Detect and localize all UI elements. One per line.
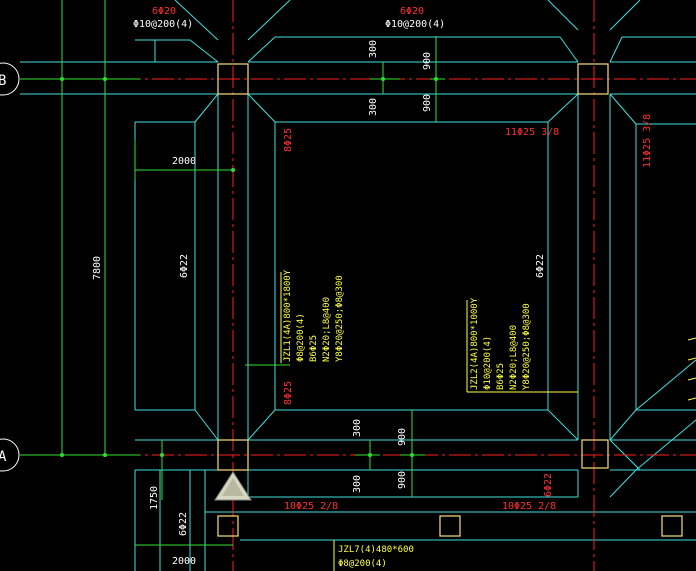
- column-a2[interactable]: [581, 439, 609, 469]
- label-mid-top-rebar: 6Φ20: [400, 6, 424, 17]
- rebar-left-beam-vertical: 8Φ25: [283, 128, 294, 152]
- insertion-point-marker-inner: [222, 478, 244, 496]
- dim-300-top-b: 300: [368, 98, 379, 116]
- rebar-bottom-right-vertical: 6Φ22: [543, 473, 554, 497]
- grid-bubble-b-label: B: [0, 73, 6, 89]
- jzl1-line-0: JZL1(4A)800*1800Y: [283, 269, 293, 362]
- jzl1-line-4: Y8Φ20@250;Φ8@300: [335, 275, 345, 362]
- column-a1[interactable]: [217, 439, 249, 471]
- columns: [217, 63, 683, 537]
- dim-2000-lower: 2000: [172, 556, 196, 567]
- grid-bubble-a[interactable]: A: [0, 438, 20, 472]
- beam-annotation-jzl2[interactable]: JZL2(4A)800*1000Y Φ10@200(4) B6Φ25 N2Φ20…: [466, 297, 578, 393]
- column-small-3[interactable]: [661, 515, 683, 537]
- dim-2000-upper: 2000: [172, 156, 196, 167]
- label-left-top-rebar: 6Φ20: [152, 6, 176, 17]
- rebar-bottom-left-vertical: 6Φ22: [178, 512, 189, 536]
- grid-bubble-b[interactable]: B: [0, 62, 20, 96]
- column-small-2[interactable]: [439, 515, 461, 537]
- beam-outlines: [20, 0, 696, 571]
- dim-300-bot-a: 300: [352, 419, 363, 437]
- jzl2-line-0: JZL2(4A)800*1000Y: [470, 297, 480, 390]
- dim-900-bot-a: 900: [397, 428, 408, 446]
- column-small-1[interactable]: [217, 515, 239, 537]
- jzl1-line-3: N2Φ20;L8@400: [322, 297, 332, 362]
- rebar-bottom-mid: 10Φ25 2/8: [502, 501, 556, 512]
- dim-900-top-a: 900: [422, 52, 433, 70]
- rebar-right-top: 11Φ25 3/8: [505, 127, 559, 138]
- right-edge-annotation-marks: [687, 337, 696, 401]
- label-mid-stirrup: Φ10@200(4): [385, 19, 445, 30]
- rebar-left-6phi22: 6Φ22: [179, 254, 190, 278]
- beam-annotation-jzl1[interactable]: JZL1(4A)800*1800Y Φ8@200(4) B6Φ25 N2Φ20;…: [280, 269, 345, 363]
- dim-1750: 1750: [149, 486, 160, 510]
- dimension-lines: [20, 0, 445, 546]
- dim-7800: 7800: [92, 256, 103, 280]
- column-b2[interactable]: [577, 63, 609, 95]
- jzl7-line-1: Φ8@200(4): [338, 559, 387, 569]
- dim-300-top-a: 300: [368, 40, 379, 58]
- rebar-bottom-left: 10Φ25 2/8: [284, 501, 338, 512]
- rebar-right-edge: 11Φ25 3/8: [642, 114, 653, 168]
- jzl2-line-2: B6Φ25: [496, 363, 506, 390]
- beam-annotation-jzl7[interactable]: JZL7(4)480*600 Φ8@200(4): [333, 540, 414, 571]
- jzl1-line-1: Φ8@200(4): [296, 313, 306, 362]
- jzl2-line-3: N2Φ20;L8@400: [509, 325, 519, 390]
- dim-300-bot-b: 300: [352, 475, 363, 493]
- dim-900-top-b: 900: [422, 94, 433, 112]
- rebar-mid-6phi22: 6Φ22: [535, 254, 546, 278]
- label-left-stirrup: Φ10@200(4): [133, 19, 193, 30]
- jzl2-line-1: Φ10@200(4): [483, 336, 493, 390]
- column-b1[interactable]: [217, 63, 249, 95]
- rebar-left-lower-8phi25: 8Φ25: [283, 381, 294, 405]
- dim-900-bot-b: 900: [397, 471, 408, 489]
- grid-bubble-a-label: A: [0, 449, 7, 465]
- jzl1-line-2: B6Φ25: [309, 335, 319, 362]
- jzl2-line-4: Y8Φ20@250;Φ8@300: [522, 303, 532, 390]
- jzl7-line-0: JZL7(4)480*600: [338, 545, 414, 555]
- dimension-ticks: [60, 77, 438, 457]
